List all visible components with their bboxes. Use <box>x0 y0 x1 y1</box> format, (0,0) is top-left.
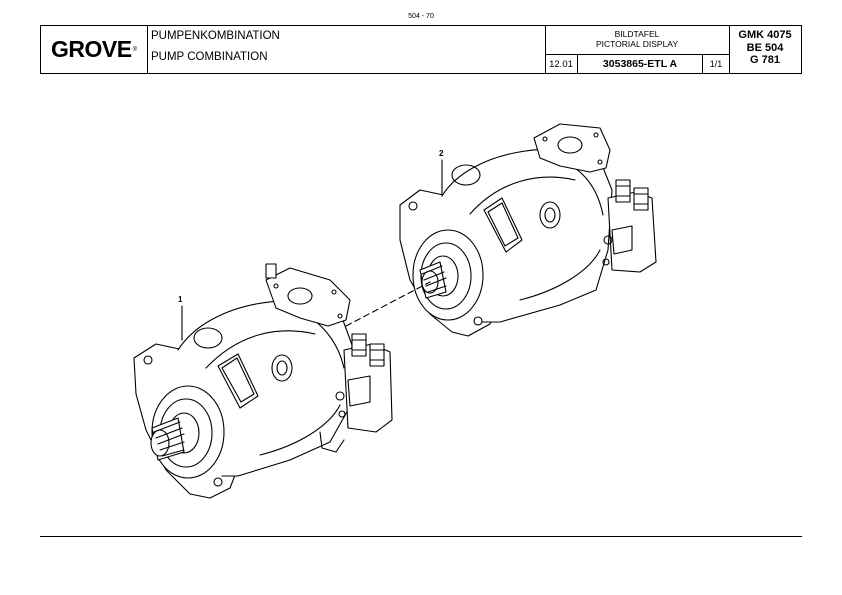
plate-label: BILDTAFEL PICTORIAL DISPLAY <box>545 26 729 55</box>
callout-2: 2 <box>439 149 444 158</box>
plate-cell: BILDTAFEL PICTORIAL DISPLAY 12.01 305386… <box>545 26 729 73</box>
model-line: G 781 <box>750 54 780 66</box>
title-block: GROVE® PUMPENKOMBINATION PUMP COMBINATIO… <box>40 25 802 74</box>
logo-text: GROVE <box>51 36 132 62</box>
plate-label-english: PICTORIAL DISPLAY <box>595 38 679 49</box>
registered-mark-icon: ® <box>132 46 137 53</box>
pump-2 <box>399 123 657 337</box>
title-german: PUMPENKOMBINATION <box>151 30 280 42</box>
model-line: BE 504 <box>746 41 784 54</box>
divider <box>147 26 148 73</box>
callout-1: 1 <box>178 295 183 304</box>
plate-label-german: BILDTAFEL <box>614 29 660 39</box>
coupling-centerline <box>345 281 431 327</box>
issue-date: 12.01 <box>545 55 578 73</box>
page-number: 504 - 70 <box>408 13 434 20</box>
sheet-number: 1/1 <box>709 59 723 69</box>
footer-rule <box>40 536 802 537</box>
drawing-number: 3053865-ETL A <box>578 55 703 73</box>
model-line: GMK 4075 <box>738 29 792 41</box>
model-cell: GMK 4075 BE 504 G 781 <box>729 26 801 73</box>
divider <box>729 26 730 73</box>
grove-logo: GROVE® <box>41 26 147 73</box>
pump-1 <box>133 263 393 499</box>
title-english: PUMP COMBINATION <box>151 51 268 63</box>
plate-info-row: 12.01 3053865-ETL A 1/1 <box>545 55 729 73</box>
divider <box>545 26 546 73</box>
title-cell: PUMPENKOMBINATION PUMP COMBINATION <box>147 26 545 73</box>
